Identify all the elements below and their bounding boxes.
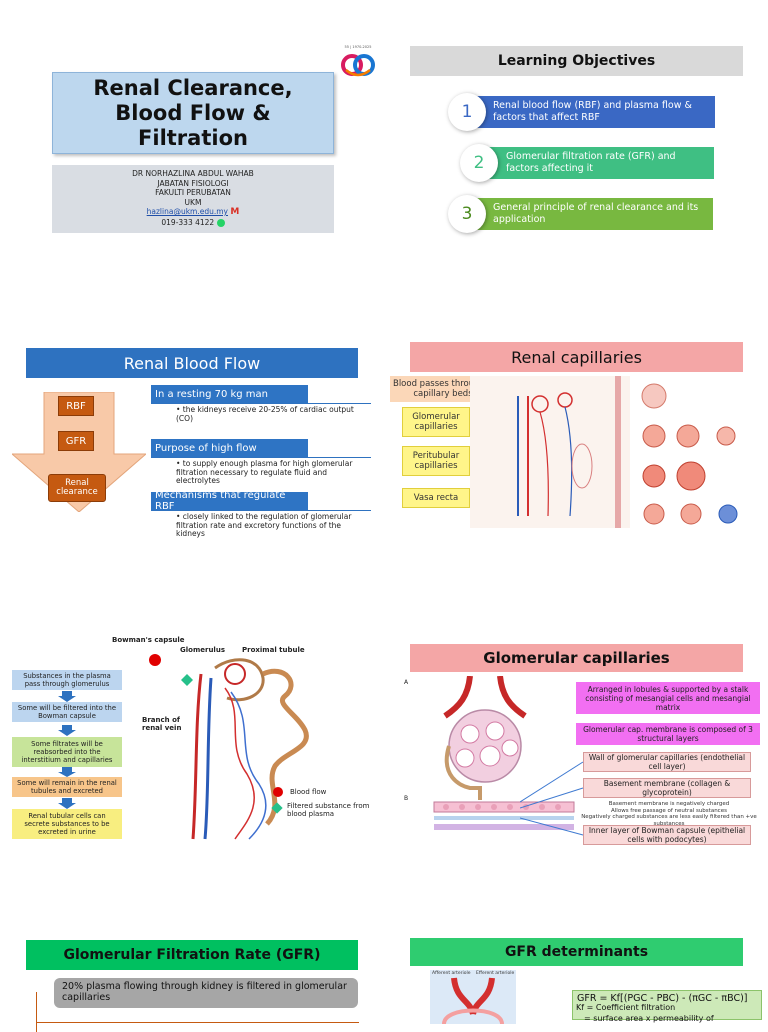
- author-email-link[interactable]: hazlina@ukm.edu.my: [146, 207, 228, 216]
- legend-filtered-label: Filtered substance from blood plasma: [287, 802, 370, 818]
- flow-step-3: Some filtrates will be reabsorbed into t…: [12, 737, 122, 767]
- objective-number-3: 3: [448, 195, 486, 233]
- objective-text-1: Renal blood flow (RBF) and plasma flow &…: [493, 100, 692, 123]
- flow-step-1: Substances in the plasma pass through gl…: [12, 670, 122, 690]
- objective-number-1: 1: [448, 93, 486, 131]
- figure-label-b: B: [404, 795, 408, 802]
- membrane-layers-note: Glomerular cap. membrane is composed of …: [576, 723, 760, 745]
- rbf-section-line-1: [151, 403, 371, 404]
- objective-item-1: Renal blood flow (RBF) and plasma flow &…: [465, 96, 715, 128]
- gfr-bracket-line: [36, 992, 359, 1032]
- rbf-section-text-1: • the kidneys receive 20-25% of cardiac …: [176, 405, 354, 423]
- rbf-section-line-2: [151, 457, 371, 458]
- kf-definition-continued: = surface area x permeability of: [584, 1014, 714, 1023]
- renal-blood-flow-title: Renal Blood Flow: [26, 348, 358, 378]
- proximal-tubule-label: Proximal tubule: [242, 646, 305, 654]
- layer-bowman-inner: Inner layer of Bowman capsule (epithelia…: [583, 825, 751, 845]
- gfr-formula-box: GFR = Kf[(PGC - PBC) - (πGC - πBC)]: [572, 990, 762, 1020]
- objective-item-3: General principle of renal clearance and…: [465, 198, 713, 230]
- nephron-flow-diagram: [135, 634, 375, 844]
- gfr-bracket-bottom: [37, 1022, 359, 1023]
- downward-arrow-graphic: [12, 392, 146, 512]
- rbf-section-text-2: • to supply enough plasma for high glome…: [176, 459, 353, 485]
- legend-blood-flow-marker: [273, 787, 283, 797]
- basement-charge-bullet-2: Negatively charged substances are less e…: [581, 814, 757, 827]
- presentation-title: Renal Clearance, Blood Flow & Filtration: [52, 72, 334, 154]
- flow-step-4: Some will remain in the renal tubules an…: [12, 777, 122, 797]
- glomerulus-label: Glomerulus: [180, 646, 225, 654]
- author-faculty: FAKULTI PERUBATAN: [155, 188, 231, 197]
- glomerulus-pressure-diagram: [430, 970, 516, 1024]
- rbf-section-text-3: • closely linked to the regulation of gl…: [176, 512, 352, 538]
- bed-peritubular: Peritubular capillaries: [402, 446, 470, 476]
- gfr-title: Glomerular Filtration Rate (GFR): [26, 940, 358, 970]
- rbf-section-head-3: Mechanisms that regulate RBF: [151, 490, 308, 512]
- learning-objectives-title: Learning Objectives: [410, 46, 743, 76]
- gfr-fraction-note: 20% plasma flowing through kidney is fil…: [54, 978, 358, 1008]
- rbf-section-head-2: Purpose of high flow: [151, 439, 308, 457]
- gfr-label: GFR: [58, 431, 94, 451]
- lobule-note: Arranged in lobules & supported by a sta…: [576, 682, 760, 714]
- gfr-determinants-title: GFR determinants: [410, 938, 743, 966]
- objective-number-2-label: 2: [473, 153, 485, 173]
- renal-capillaries-title: Renal capillaries: [410, 342, 743, 372]
- renal-vein-label: Branch of renal vein: [142, 716, 182, 732]
- basement-charge-bullet-1: Allows free passage of neutral substance…: [611, 807, 727, 814]
- author-info: DR NORHAZLINA ABDUL WAHAB JABATAN FISIOL…: [52, 165, 334, 233]
- objective-number-3-label: 3: [461, 204, 473, 224]
- figure-label-a: A: [404, 679, 409, 686]
- afferent-label: Afferent arteriole: [432, 971, 471, 976]
- objective-text-3: General principle of renal clearance and…: [493, 202, 699, 225]
- objective-number-2: 2: [460, 144, 498, 182]
- gfr-formula: GFR = Kf[(PGC - PBC) - (πGC - πBC)]: [577, 993, 748, 1004]
- flow-step-2: Some will be filtered into the Bowman ca…: [12, 702, 122, 722]
- author-university: UKM: [184, 197, 202, 207]
- logo-top-text: 55 | 1970-2025: [345, 45, 372, 49]
- rbf-section-line-3: [151, 510, 371, 511]
- slide-title: 55 | 1970-2025 Renal Clearance, Blood Fl…: [0, 0, 384, 300]
- efferent-label: Efferent arteriole: [476, 971, 515, 976]
- basement-charge-title: Basement membrane is negatively charged: [608, 801, 730, 807]
- rbf-section-head-1: In a resting 70 kg man: [151, 385, 308, 403]
- rbf-label: RBF: [58, 396, 94, 416]
- objective-number-1-label: 1: [461, 102, 473, 122]
- nephron-capillary-diagram: [470, 376, 630, 528]
- bed-vasa-recta: Vasa recta: [402, 488, 470, 508]
- flow-step-5: Renal tubular cells can secrete substanc…: [12, 809, 122, 839]
- objective-item-2: Glomerular filtration rate (GFR) and fac…: [478, 147, 714, 179]
- objective-text-2: Glomerular filtration rate (GFR) and fac…: [506, 151, 676, 174]
- bowman-capsule-label: Bowman's capsule: [112, 636, 185, 644]
- glomerular-capillaries-title: Glomerular capillaries: [410, 644, 743, 672]
- glomerulus-structure-diagram: A B: [400, 676, 576, 846]
- ukm-anniversary-logo: 55 | 1970-2025: [340, 44, 376, 84]
- whatsapp-icon: [216, 218, 225, 227]
- layer-connector-lines: [520, 760, 584, 840]
- legend-blood-flow-label: Blood flow: [290, 788, 327, 796]
- kf-definition: Kf = Coefficient filtration: [576, 1003, 676, 1012]
- layer-endothelial: Wall of glomerular capillaries (endothel…: [583, 752, 751, 772]
- author-department: JABATAN FISIOLOGI: [157, 178, 229, 188]
- gmail-icon: M: [230, 207, 240, 217]
- capillary-cross-sections: [636, 378, 746, 528]
- author-phone: 019-333 4122: [161, 217, 215, 227]
- renal-clearance-label: Renal clearance: [48, 474, 106, 502]
- basement-charge-note: Basement membrane is negatively charged …: [576, 801, 762, 827]
- flow-arrows: [58, 690, 76, 812]
- author-name: DR NORHAZLINA ABDUL WAHAB: [132, 169, 254, 178]
- layer-basement: Basement membrane (collagen & glycoprote…: [583, 778, 751, 798]
- bed-glomerular: Glomerular capillaries: [402, 407, 470, 437]
